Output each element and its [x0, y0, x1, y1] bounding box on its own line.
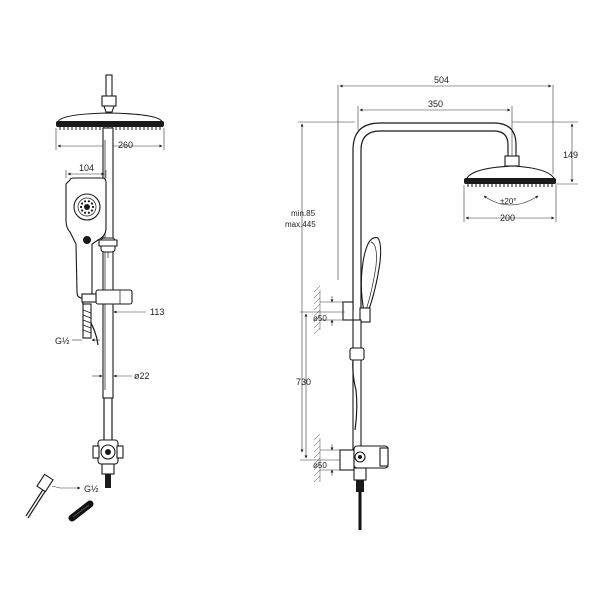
- dim-head-height-label: 149: [563, 150, 578, 160]
- dim-tilt-angle-label: ±20°: [500, 197, 517, 206]
- spray-nozzle-dot: [90, 202, 93, 205]
- spray-nozzle-dot: [81, 209, 84, 212]
- spray-nozzle-dot: [84, 200, 87, 203]
- dim-overall-width: 504: [337, 75, 554, 280]
- dim-height-max-label: max.445: [285, 220, 316, 229]
- dim-mount-upper-label: ø50: [313, 314, 327, 323]
- dim-overall-width-label: 504: [434, 75, 449, 85]
- left-connection-detail: G½: [25, 473, 99, 522]
- dim-handshower-width-label: 104: [79, 163, 94, 173]
- right-riser: [349, 319, 365, 451]
- left-front-view: 260 104: [25, 74, 164, 522]
- right-upper-wall-mount: ø50: [313, 285, 354, 335]
- spray-nozzle-dot: [79, 205, 83, 209]
- right-lower-wall-mount: ø50: [313, 433, 389, 530]
- left-top-pipe: [101, 74, 117, 113]
- left-diverter: [92, 398, 124, 488]
- spray-nozzle-dot: [91, 205, 95, 209]
- spray-nozzle-dot: [87, 200, 90, 203]
- left-slider-holder: [98, 237, 118, 258]
- left-inlet-thread: G½: [55, 303, 100, 346]
- dim-mount-spacing: 730: [296, 311, 345, 461]
- dim-handshower-width: 104: [65, 163, 107, 178]
- spray-nozzle-dot: [87, 211, 90, 214]
- dim-bar-offset: 113: [113, 307, 164, 317]
- dim-head-diameter: 200: [463, 185, 557, 223]
- dim-mount-spacing-label: 730: [296, 377, 311, 387]
- dim-head-height: 149: [512, 121, 578, 185]
- dim-inlet-thread-label: G½: [55, 336, 70, 346]
- dim-height-min-label: min.85: [291, 209, 316, 218]
- left-mid-bracket: [81, 289, 133, 305]
- dim-bar-diameter-label: ø22: [134, 371, 150, 381]
- dim-arm-reach-label: 350: [428, 99, 443, 109]
- left-vertical-bar: [102, 127, 114, 399]
- right-hand-shower: [359, 237, 382, 323]
- spray-nozzle-dot: [84, 211, 87, 214]
- dim-height-range: min.85 max.445: [285, 121, 355, 453]
- dim-head-diameter-label: 200: [500, 213, 515, 223]
- spray-nozzle-dot: [81, 202, 84, 205]
- spray-nozzle-dot: [90, 209, 93, 212]
- right-side-view: 504 350 149 ±20°: [285, 75, 578, 530]
- dim-hose-thread-label: G½: [84, 484, 99, 494]
- right-head-shower: ±20°: [464, 165, 556, 206]
- left-hand-shower: [65, 177, 107, 299]
- right-shower-arm: [352, 122, 520, 310]
- dim-bar-offset-label: 113: [150, 307, 164, 317]
- dim-arm-reach: 350: [357, 99, 513, 160]
- left-head-shower: [56, 112, 164, 130]
- dim-bar-diameter: ø22: [92, 371, 150, 381]
- dim-mount-lower-label: ø50: [313, 461, 327, 470]
- dim-head-width-label: 260: [118, 140, 133, 150]
